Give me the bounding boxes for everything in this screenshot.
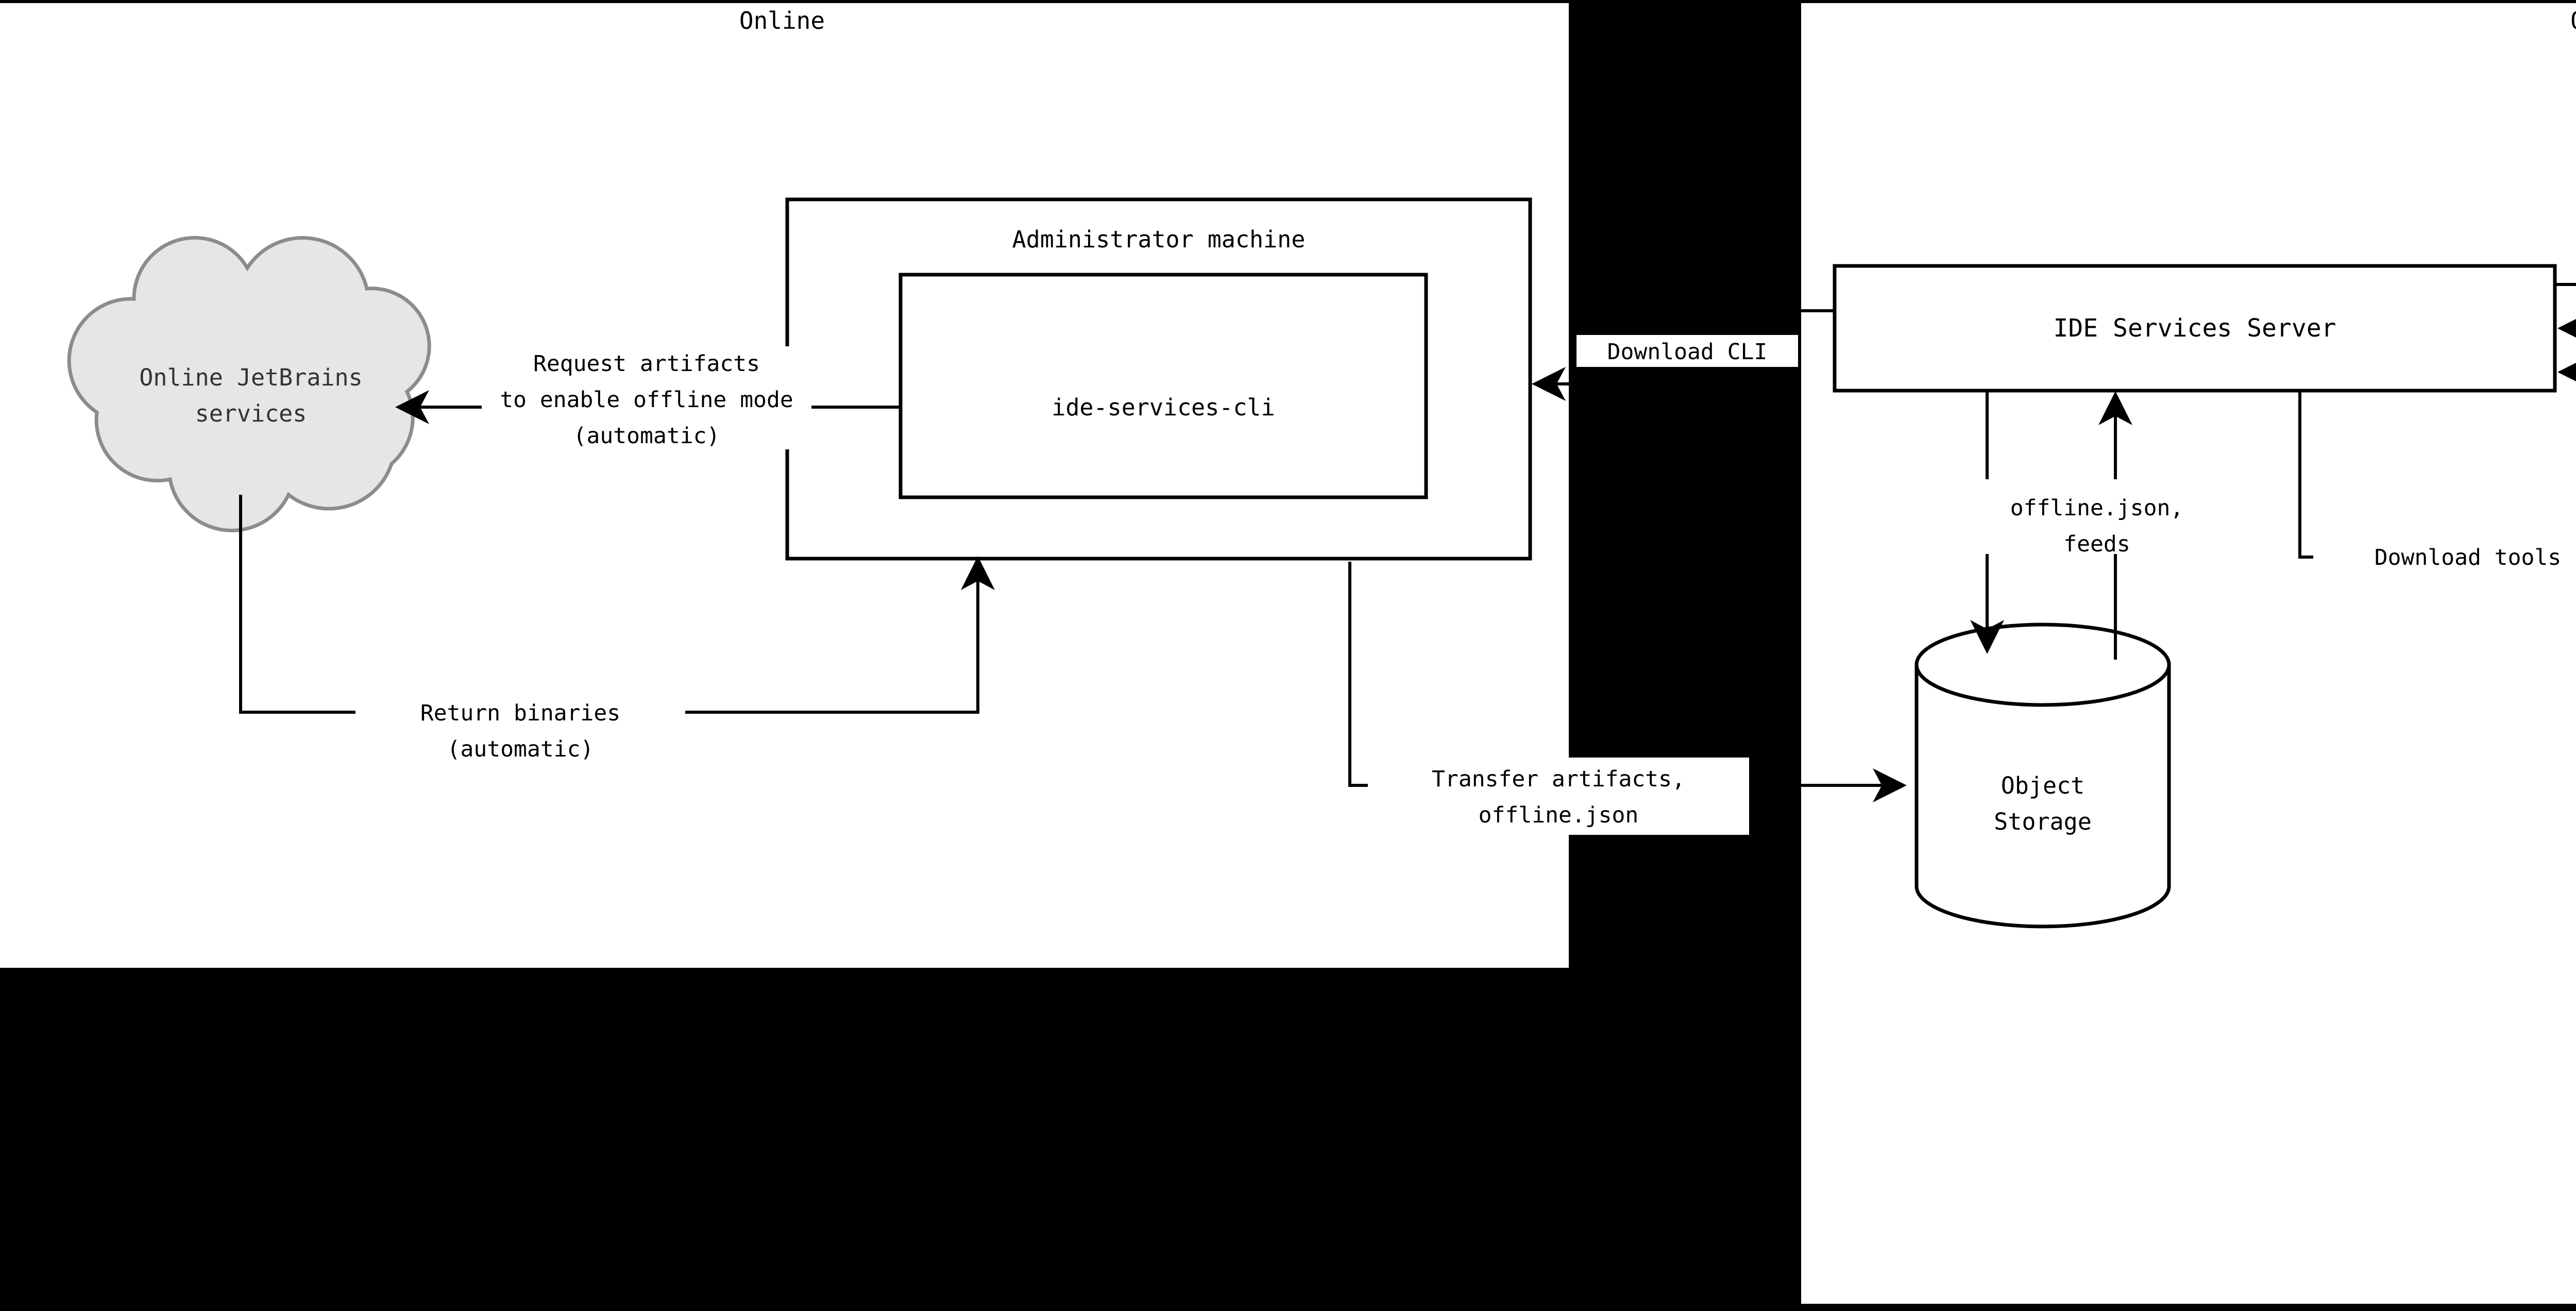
cloud-label-line2: services xyxy=(195,400,307,427)
object-storage-label-line2: Storage xyxy=(1994,808,2092,835)
object-storage-label-line1: Object xyxy=(2001,772,2085,799)
edge-request-artifacts-label-line1: Request artifacts xyxy=(533,351,760,377)
object-storage-cylinder[interactable]: Object Storage xyxy=(1914,623,2171,929)
edge-offline-json-feeds-label-line1: offline.json, xyxy=(2010,495,2184,521)
edge-transfer-artifacts-label-line1: Transfer artifacts, xyxy=(1432,766,1685,792)
edge-transfer-artifacts: Transfer artifacts, offline.json xyxy=(1348,562,1907,835)
administrator-machine-label: Administrator machine xyxy=(1012,226,1306,253)
ide-services-server-box[interactable] xyxy=(1833,264,2557,393)
edge-request-artifacts: Request artifacts to enable offline mode… xyxy=(395,346,901,449)
edge-download-tools-label: Download tools xyxy=(2375,545,2561,570)
edge-request-artifacts-label-line2: to enable offline mode xyxy=(500,387,793,413)
online-section-title: Online xyxy=(739,7,825,35)
edge-download-cli-label: Download CLI xyxy=(1607,339,1768,365)
ide-services-cli-label: ide-services-cli xyxy=(1052,394,1275,421)
offline-section-title: Offline xyxy=(2570,7,2576,35)
ide-services-cli-box[interactable] xyxy=(899,273,1428,499)
edge-return-binaries-label-line1: Return binaries xyxy=(420,700,620,726)
online-jetbrains-services-cloud[interactable]: Online JetBrains services xyxy=(67,236,431,532)
cloud-label-line1: Online JetBrains xyxy=(139,364,362,391)
ide-services-server-label: IDE Services Server xyxy=(2053,314,2336,343)
edge-return-binaries: Return binaries (automatic) xyxy=(239,495,995,770)
edge-offline-json-feeds-label-line2: feeds xyxy=(2063,531,2130,557)
edge-transfer-artifacts-label-line2: offline.json xyxy=(1479,802,1639,828)
offline-panel xyxy=(1801,3,2576,1304)
edge-request-artifacts-label-line3: (automatic) xyxy=(573,423,720,449)
edge-ides-plugins-settings: IDEs, plugins, settings xyxy=(2555,283,2576,389)
edge-offline-json-feeds: offline.json, feeds xyxy=(1968,391,2226,660)
edge-download-cli: Download CLI xyxy=(1532,309,1835,401)
edge-return-binaries-label-line2: (automatic) xyxy=(447,736,594,762)
edge-download-tools: Download tools xyxy=(2298,391,2576,572)
